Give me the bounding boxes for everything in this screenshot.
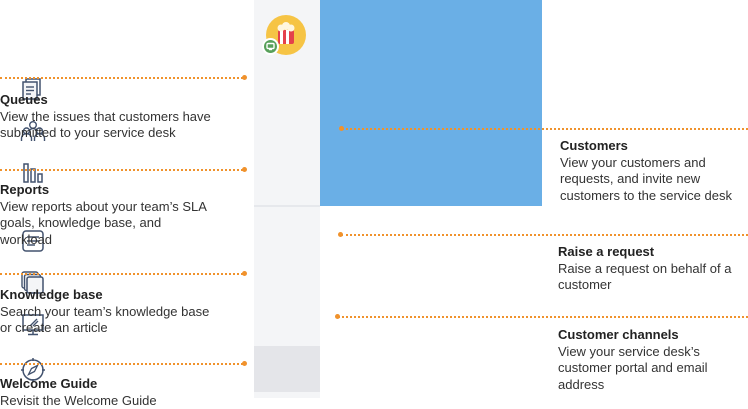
reports-callout-title: Reports (0, 182, 215, 199)
customers-leader-line (342, 128, 748, 130)
welcome-guide-callout-title: Welcome Guide (0, 376, 215, 393)
raise-request-leader-line (341, 234, 748, 236)
reports-leader-line (0, 169, 243, 171)
raise-request-callout-desc: Raise a request on behalf of a customer (558, 261, 748, 294)
customers-callout-desc: View your customers and requests, and in… (560, 155, 748, 205)
knowledge-base-leader-dot (242, 271, 247, 276)
welcome-guide-leader-dot (242, 361, 247, 366)
customer-channels-leader-line (338, 316, 748, 318)
reports-callout: Reports View reports about your team’s S… (0, 182, 215, 248)
queues-leader-line (0, 77, 243, 79)
customers-callout-title: Customers (560, 138, 748, 155)
welcome-guide-leader-line (0, 363, 243, 365)
reports-callout-desc: View reports about your team’s SLA goals… (0, 199, 215, 249)
customer-channels-callout: Customer channels View your service desk… (558, 327, 748, 393)
queues-leader-dot (242, 75, 247, 80)
knowledge-base-callout-title: Knowledge base (0, 287, 215, 304)
knowledge-base-leader-line (0, 273, 243, 275)
sidebar-active-highlight (254, 346, 320, 392)
queues-callout-title: Queues (0, 92, 215, 109)
queues-callout: Queues View the issues that customers ha… (0, 92, 215, 142)
welcome-guide-callout: Welcome Guide Revisit the Welcome Guide (0, 376, 215, 409)
sidebar-divider (254, 205, 320, 207)
service-desk-badge-icon (262, 38, 279, 55)
knowledge-base-callout: Knowledge base Search your team’s knowle… (0, 287, 215, 337)
reports-leader-dot (242, 167, 247, 172)
knowledge-base-callout-desc: Search your team’s knowledge base or cre… (0, 304, 215, 337)
customers-callout: Customers View your customers and reques… (560, 138, 748, 204)
project-sidebar (254, 0, 320, 398)
customer-channels-callout-desc: View your service desk’s customer portal… (558, 344, 748, 394)
customer-channels-callout-title: Customer channels (558, 327, 748, 344)
raise-request-callout: Raise a request Raise a request on behal… (558, 244, 748, 294)
customers-highlight-panel (320, 0, 542, 206)
raise-request-callout-title: Raise a request (558, 244, 748, 261)
queues-callout-desc: View the issues that customers have subm… (0, 109, 215, 142)
